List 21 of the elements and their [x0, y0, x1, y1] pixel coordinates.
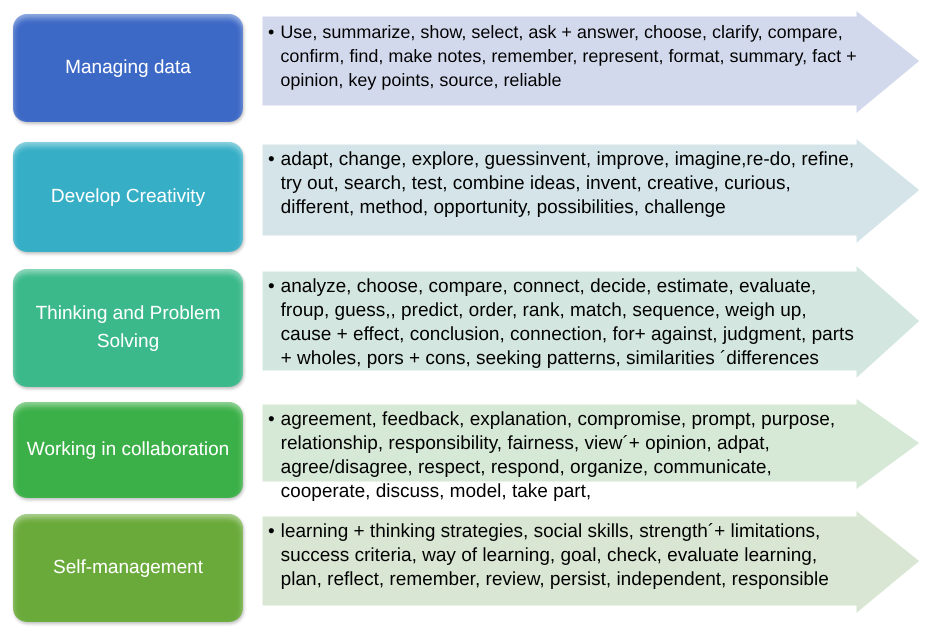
category-box — [13, 514, 243, 622]
keyword-list: learning + thinking strategies, social skills, strength´+ limitations, success criteria, way of learning, goal, check, evaluate learning, plan, reflect, remember, review, persist, independent, responsible — [280, 520, 862, 592]
bullet-mark: • — [268, 148, 275, 172]
keyword-list: analyze, choose, compare, connect, decide, estimate, evaluate, froup, guess,, predict, order, rank, match, sequence, weigh up, cause + effect, conclusion, connection, for+ against, judgment, parts + wholes, pors + cons, seeking patterns, similarities ´differences — [280, 275, 862, 371]
category-box — [13, 14, 243, 122]
category-label: Thinking and Problem Solving — [34, 302, 222, 354]
category-label: Managing data — [65, 56, 191, 80]
keyword-list: adapt, change, explore, guessinvent, improve, imagine,re-do, refine, try out, search, test, combine ideas, invent, creative, curious, different, method, opportunity, possibilities, challenge — [280, 148, 862, 220]
arrow-shape — [262, 398, 920, 504]
category-box — [13, 142, 243, 252]
keyword-list: Use, summarize, show, select, ask + answer, choose, clarify, compare, confirm, find, make notes, remember, represent, format, summary, fact + opinion, key points, source, reliable — [280, 20, 862, 92]
category-box — [13, 269, 243, 387]
bullet-mark: • — [268, 520, 275, 544]
category-label: Working in collaboration — [26, 438, 230, 462]
bullet-mark: • — [268, 408, 275, 432]
bullet-mark: • — [268, 275, 275, 299]
category-label: Self-management — [53, 556, 203, 580]
bullet-mark: • — [268, 21, 274, 44]
category-box — [13, 402, 243, 498]
keyword-list: agreement, feedback, explanation, compromise, prompt, purpose, relationship, responsibility, fairness, view´+ opinion, adpat, agree/disagree, respect, respond, organize, communicate, cooperate, discuss, model, take part, — [280, 408, 862, 504]
category-label: Develop Creativity — [50, 184, 206, 209]
